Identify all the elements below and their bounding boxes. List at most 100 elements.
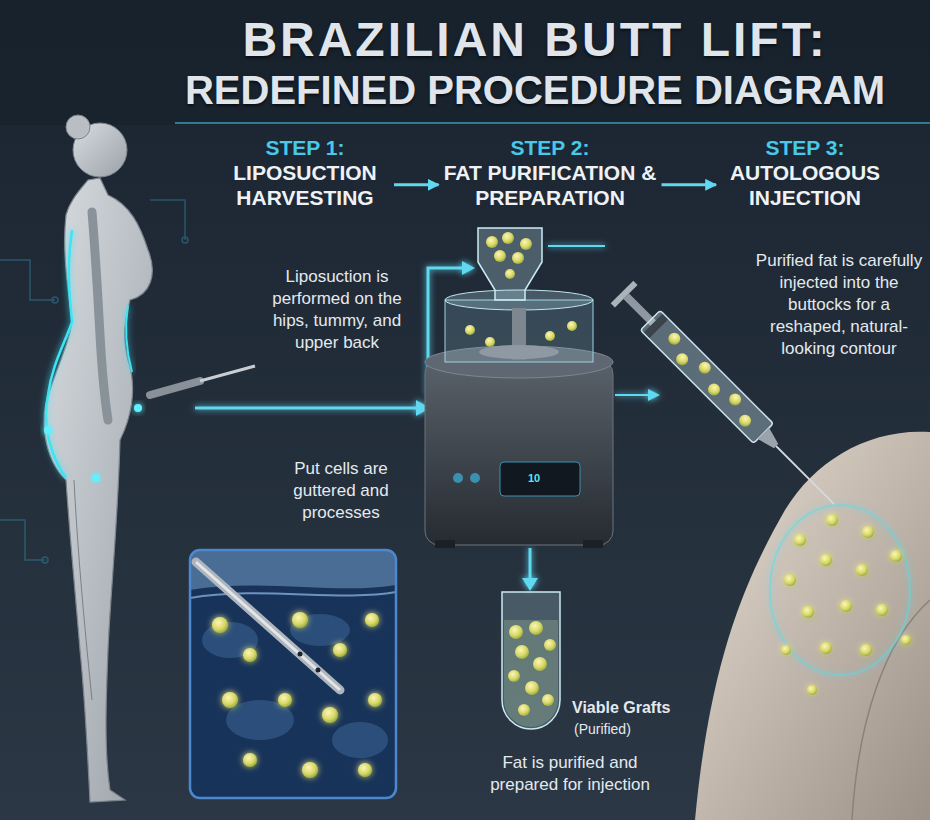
callout-note: Viable Grafts bbox=[572, 698, 670, 719]
step-number: STEP 3: bbox=[720, 135, 890, 160]
title-rule bbox=[175, 122, 930, 124]
inset-tissue bbox=[190, 550, 396, 798]
step-heading: STEP 2:FAT PURIFICATION & PREPARATION bbox=[443, 135, 658, 211]
step-heading: STEP 3:AUTOLOGOUS INJECTION bbox=[720, 135, 890, 211]
callout-note: Liposuction is performed on the hips, tu… bbox=[262, 266, 412, 354]
inset-tissue-part-part bbox=[212, 612, 382, 778]
display-readout: 10 bbox=[528, 471, 540, 485]
callout-note: Put cells are guttered and processes bbox=[262, 458, 420, 524]
circuit-decoration-part bbox=[150, 200, 185, 240]
syringe-part-part bbox=[737, 412, 754, 429]
inset-tissue-part-part-part bbox=[368, 693, 382, 707]
buttock-figure-part-part bbox=[794, 534, 806, 546]
graft-tube-part-part bbox=[544, 639, 556, 651]
inset-tissue-part-part bbox=[196, 562, 340, 690]
inset-tissue-part-part bbox=[298, 652, 303, 657]
cannula bbox=[150, 366, 255, 395]
centrifuge-machine-part bbox=[445, 300, 593, 362]
centrifuge-machine-part-part bbox=[465, 325, 475, 335]
graft-tube bbox=[502, 592, 560, 729]
buttock-figure-part-part bbox=[890, 550, 902, 562]
flow-arrows-part bbox=[462, 261, 475, 275]
step-title: AUTOLOGOUS INJECTION bbox=[720, 160, 890, 210]
callout-note: (Purified) bbox=[574, 720, 631, 738]
inset-tissue-part-part-part bbox=[212, 617, 228, 633]
buttock-figure-part bbox=[695, 432, 930, 820]
centrifuge-machine-part bbox=[435, 540, 455, 548]
inset-tissue-part-part-part bbox=[365, 613, 379, 627]
syringe-part-part bbox=[696, 359, 713, 376]
buttock-figure-part-part bbox=[802, 606, 814, 618]
syringe-part bbox=[644, 314, 668, 338]
circuit-decoration-part bbox=[0, 520, 45, 560]
syringe-part bbox=[659, 329, 759, 429]
step-number: STEP 1: bbox=[220, 135, 390, 160]
syringe-part-part bbox=[727, 391, 744, 408]
inset-tissue-part-part-part bbox=[278, 693, 292, 707]
inset-tissue-part-part-part bbox=[292, 612, 308, 628]
cannula-part bbox=[200, 366, 255, 381]
centrifuge-machine-part bbox=[425, 360, 613, 545]
centrifuge-machine-part bbox=[583, 540, 603, 548]
syringe-part bbox=[640, 310, 773, 443]
graft-tube-part-part bbox=[509, 625, 523, 639]
graft-tube-part bbox=[502, 592, 560, 729]
centrifuge-machine-part-part bbox=[545, 331, 555, 341]
flow-arrow bbox=[394, 183, 439, 186]
flow-arrows bbox=[195, 246, 660, 591]
centrifuge-machine-part-part bbox=[505, 269, 515, 279]
centrifuge-machine-part bbox=[470, 473, 480, 483]
inset-tissue-part bbox=[190, 550, 396, 798]
woman-figure bbox=[44, 115, 152, 802]
woman-figure-part bbox=[134, 404, 142, 412]
flow-arrows-part bbox=[195, 407, 418, 410]
buttock-figure-part-part bbox=[807, 685, 817, 695]
buttock-figure-part-part bbox=[781, 645, 791, 655]
woman-figure-part bbox=[66, 115, 90, 139]
woman-figure-part bbox=[44, 178, 152, 802]
graft-tube-part bbox=[508, 621, 556, 716]
centrifuge-machine-part-part bbox=[485, 337, 495, 347]
inset-tissue-part-part-part bbox=[222, 692, 238, 708]
circuit-decoration-part bbox=[42, 557, 48, 563]
flow-arrows-part bbox=[522, 578, 538, 591]
centrifuge-machine bbox=[425, 228, 613, 548]
buttock-figure-part-part bbox=[901, 635, 911, 645]
flow-arrows-part bbox=[648, 389, 660, 401]
centrifuge-machine-part-part bbox=[520, 238, 532, 250]
woman-figure-part bbox=[126, 305, 132, 372]
graft-tube-part-part bbox=[533, 657, 547, 671]
centrifuge-machine-part-part bbox=[486, 236, 498, 248]
woman-figure-part bbox=[92, 212, 108, 420]
graft-tube-part-part bbox=[515, 645, 529, 659]
syringe-part-part bbox=[674, 351, 691, 368]
inset-tissue-part-part-part bbox=[358, 763, 372, 777]
centrifuge-machine-part-part bbox=[502, 232, 514, 244]
inset-tissue-part-part bbox=[202, 614, 388, 758]
diagram-title: BRAZILIAN BUTT LIFT: REDEFINED PROCEDURE… bbox=[155, 12, 915, 113]
graft-tube-part bbox=[504, 620, 558, 727]
header-band bbox=[0, 0, 930, 125]
woman-figure-part bbox=[46, 230, 72, 478]
buttock-figure-part-part bbox=[820, 554, 832, 566]
graft-tube-part-part bbox=[525, 681, 539, 695]
buttock-figure-part-part bbox=[862, 526, 874, 538]
inset-tissue-part-part bbox=[316, 668, 321, 673]
buttock-figure-part-part bbox=[784, 574, 796, 586]
step-title: FAT PURIFICATION & PREPARATION bbox=[443, 160, 658, 210]
centrifuge-machine-part-part bbox=[567, 321, 577, 331]
buttock-figure-part bbox=[770, 505, 910, 675]
buttock-figure-part-part bbox=[840, 600, 852, 612]
inset-tissue-part-part bbox=[190, 592, 396, 598]
buttock-figure bbox=[695, 432, 930, 820]
cannula-part bbox=[150, 381, 200, 395]
inset-tissue-part-part bbox=[190, 550, 396, 798]
syringe-part bbox=[776, 446, 834, 504]
syringe-part-part bbox=[666, 330, 683, 347]
woman-figure-part bbox=[44, 426, 52, 434]
buttock-figure-part-part bbox=[876, 604, 888, 616]
